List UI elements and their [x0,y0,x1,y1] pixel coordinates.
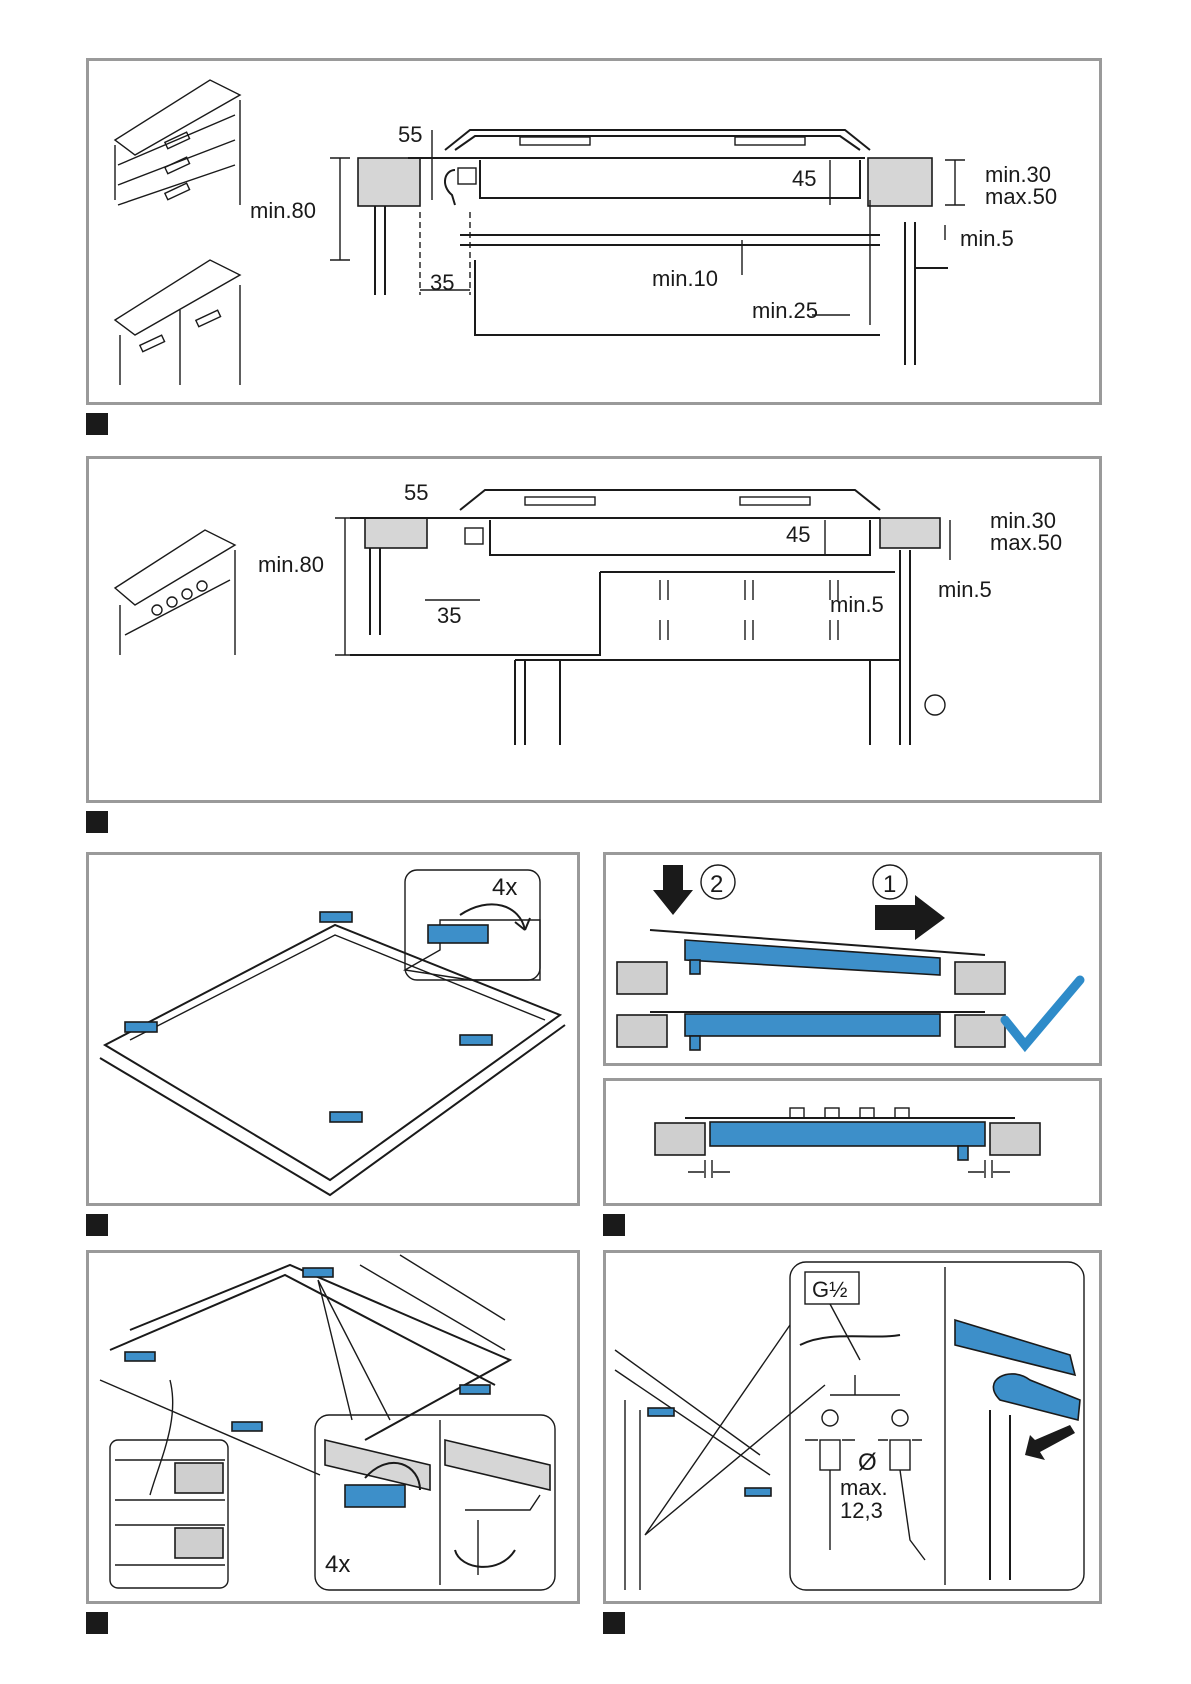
figure-2-panel [86,456,1102,803]
figure-3-panel [86,852,580,1206]
figure-3-marker [86,1214,108,1236]
figure-5-panel [603,1078,1102,1206]
figure-1-panel [86,58,1102,405]
figure-7-panel [603,1250,1102,1604]
figure-7-marker [603,1612,625,1634]
figure-5-marker [603,1214,625,1236]
figure-2-marker [86,811,108,833]
figure-6-marker [86,1612,108,1634]
figure-6-panel [86,1250,580,1604]
figure-1-marker [86,413,108,435]
figure-4-panel [603,852,1102,1066]
